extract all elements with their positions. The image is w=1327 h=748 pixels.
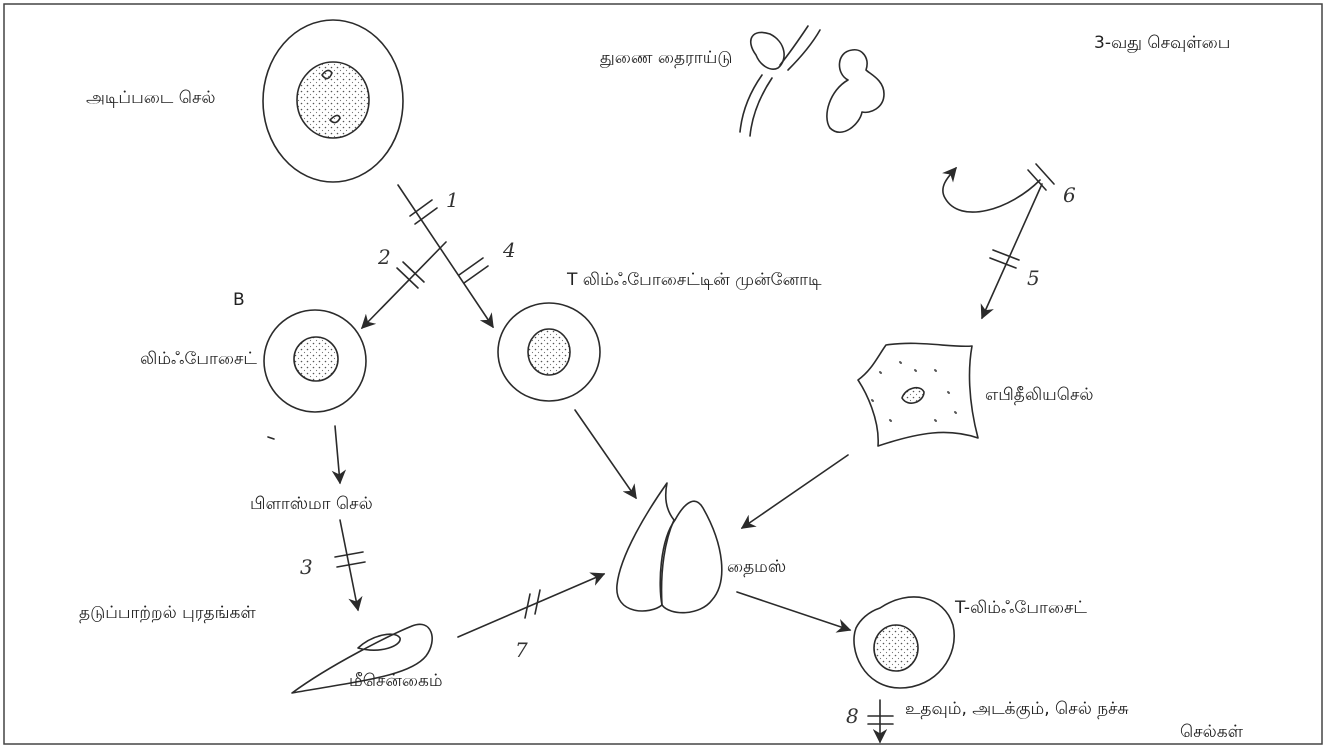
arrow-t-precursor-to-thymus <box>575 410 636 498</box>
step-number-4: 4 <box>503 240 516 260</box>
label-t-lymphocyte: T-லிம்ஃபோசைட் <box>955 598 1087 618</box>
diagram-border <box>4 4 1322 744</box>
arrow-thymus-to-t-lymphocyte <box>737 592 850 630</box>
arrow-pouch-to-epithelial <box>982 184 1042 318</box>
step-number-7: 7 <box>515 640 528 660</box>
label-helper-line1: உதவும், அடக்கும், செல் நச்சு <box>905 699 1129 719</box>
label-epithelial: எபிதீலியசெல் <box>985 385 1094 405</box>
label-t-precursor: T லிம்ஃபோசைட்டின் முன்னோடி <box>567 270 822 290</box>
label-parathyroid: துணை தைராய்டு <box>600 48 732 68</box>
label-helper-line2: செல்கள் <box>1180 722 1243 742</box>
t-lymphocyte-shape <box>854 597 954 688</box>
label-thymus: தைமஸ் <box>727 557 786 577</box>
step-number-1: 1 <box>446 190 459 210</box>
arrow-mesenchyme-to-thymus <box>458 574 604 637</box>
lymphocyte-shape <box>264 310 366 412</box>
parathyroid-shape <box>740 26 820 136</box>
arrow-pouch-arc <box>943 168 1040 212</box>
arrow-t-lymphocyte-down <box>868 700 893 742</box>
label-plasma-cell: பிளாஸ்மா செல் <box>250 494 373 514</box>
step-number-6: 6 <box>1063 185 1076 205</box>
epithelial-shape <box>858 343 978 446</box>
arrow-plasma-to-mesenchyme <box>335 520 365 610</box>
t-precursor-shape <box>498 303 600 401</box>
step-number-5: 5 <box>1027 268 1040 288</box>
basic-cell-shape <box>263 20 403 182</box>
label-lymphocyte: லிம்ஃபோசைட் <box>140 349 257 369</box>
thymus-shape <box>617 483 722 613</box>
arrow-epithelial-to-thymus <box>742 455 848 528</box>
arrow-basic-to-lymphocyte <box>362 242 446 328</box>
label-mesenchyme: மீசென்கைம் <box>349 671 443 691</box>
third-pouch-shape <box>827 50 884 133</box>
label-basic-cell: அடிப்படை செல் <box>86 88 216 108</box>
label-third-pouch: 3-வது செவுள்பை <box>1094 33 1230 53</box>
step-number-8: 8 <box>846 706 859 726</box>
step-number-2: 2 <box>378 247 391 267</box>
label-antibodies: தடுப்பாற்றல் புரதங்கள் <box>79 603 256 623</box>
step-number-3: 3 <box>300 557 313 577</box>
label-b-mark: B <box>233 290 245 310</box>
arrow-lymphocyte-to-plasma <box>268 426 340 483</box>
